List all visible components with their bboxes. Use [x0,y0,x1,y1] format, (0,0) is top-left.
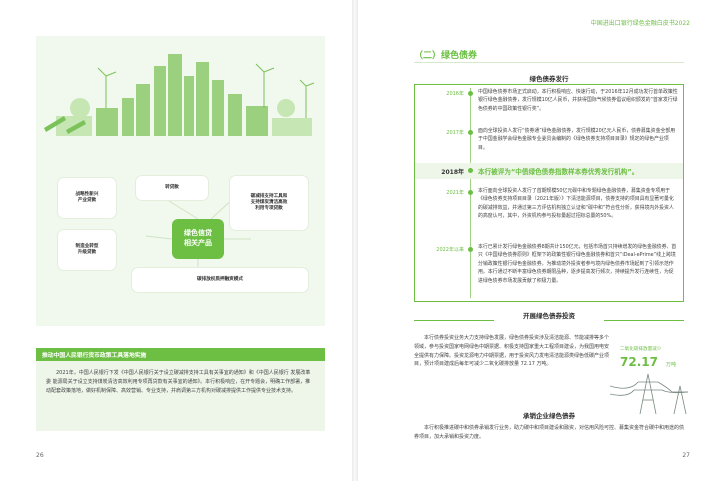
timeline-year-2017: 2017年 [446,130,464,136]
subhead-rule-left [414,320,494,321]
subhead-bond-investment: 开展绿色债券投资 [523,312,575,320]
timeline-dot [468,190,473,195]
left-page: 战略性新兴产业贷款 转贷款 碳减排支持工具和支持煤炭清洁高效利用专项贷款 制造业… [0,0,352,481]
right-page: 中国进出口银行绿色金融白皮书2022 （二）绿色债券 绿色债券发行 2016年 … [358,0,710,481]
diagram-center-green-credit: 绿色信贷相关产品 [172,219,224,259]
stat-label-co2: 二氧化碳排放量减少 [620,347,662,352]
subhead-bond-issuance: 绿色债券发行 [529,75,569,83]
diagram-item-carbon-pledge-financing: 碳排放权质押融资模式 [132,268,308,292]
timeline-year-2022: 2022年以来 [436,247,464,253]
page-number-right: 27 [682,452,690,459]
timeline-dot [468,130,473,135]
timeline-entry-2018-award: 本行被评为“中债绿色债券指数样本券优秀发行机构”。 [478,168,639,176]
timeline-dot [468,91,473,96]
timeline-dot [468,247,473,252]
subhead-bond-underwriting: 承销企业绿色债券 [523,412,575,420]
page-number-left: 26 [36,452,44,459]
timeline-year-2021: 2021年 [446,190,464,196]
subhead-rule-right [604,320,684,321]
title-divider [414,62,684,63]
diagram-item-emerging-industry-loan: 战略性新兴产业贷款 [58,178,116,218]
stat-value-co2: 72.17 [620,355,658,369]
diagram-item-manufacturing-upgrade-loan: 制造业转型升级贷款 [58,230,116,270]
timeline-entry-2017: 面向全球投资人发行“债券通”绿色金融债券，发行规模20亿元人民币，债券募集资金全… [478,128,676,151]
timeline-entry-2022: 本行已累计发行绿色金融债券8期共计150亿元，包括市场首只持续增发的绿色金融债券… [478,244,677,284]
timeline-year-2018: 2018年 [441,169,464,176]
section-title-green-bonds: （二）绿色债券 [414,51,478,61]
diagram-item-on-lending: 转贷款 [136,176,208,200]
illustration-panel: 战略性新兴产业贷款 转贷款 碳减排支持工具和支持煤炭清洁高效利用专项贷款 制造业… [36,36,325,326]
book-spine [352,0,358,481]
diagram-item-carbon-reduction-tool: 碳减排支持工具和支持煤炭清洁高效利用专项贷款 [230,176,308,230]
section-title-pboc-tools: 推动中国人民银行货币政策工具落地实施 [36,348,325,361]
diagram-connectors [145,195,251,268]
running-header: 中国进出口银行绿色金融白皮书2022 [590,20,690,27]
bond-underwriting-text: 本行积极推进碳中和债券承销发行业务，助力碳中和项目建设和融资，对信用风险可控、募… [414,425,685,440]
timeline-highlight-row [415,163,683,179]
bond-investment-text: 本行债券投资业务大力支持绿色发展，绿色债券投资涉及清洁能源、节能减排等多个领域，… [414,335,610,368]
green-city-skyline-illustration [44,54,315,136]
timeline-entry-2021: 本行面向全球投资人发行了首期规模50亿元碳中和专题绿色金融债券，募集资金专项用于… [478,188,674,220]
timeline-entry-2016: 中国绿色债券市场正式启动，本行积极响应、快速行动，于2016年12月成功发行首单… [478,89,678,112]
section-body-pboc-tools: 2021年，中国人民银行下发《中国人民银行关于设立碳减排支持工具有关事宜的通知》… [36,361,325,431]
timeline-frame [414,84,684,302]
power-tower-illustration [610,373,689,414]
stat-unit-co2: 万吨 [666,362,677,368]
timeline-dot [468,168,473,173]
timeline-year-2016: 2016年 [446,91,464,97]
